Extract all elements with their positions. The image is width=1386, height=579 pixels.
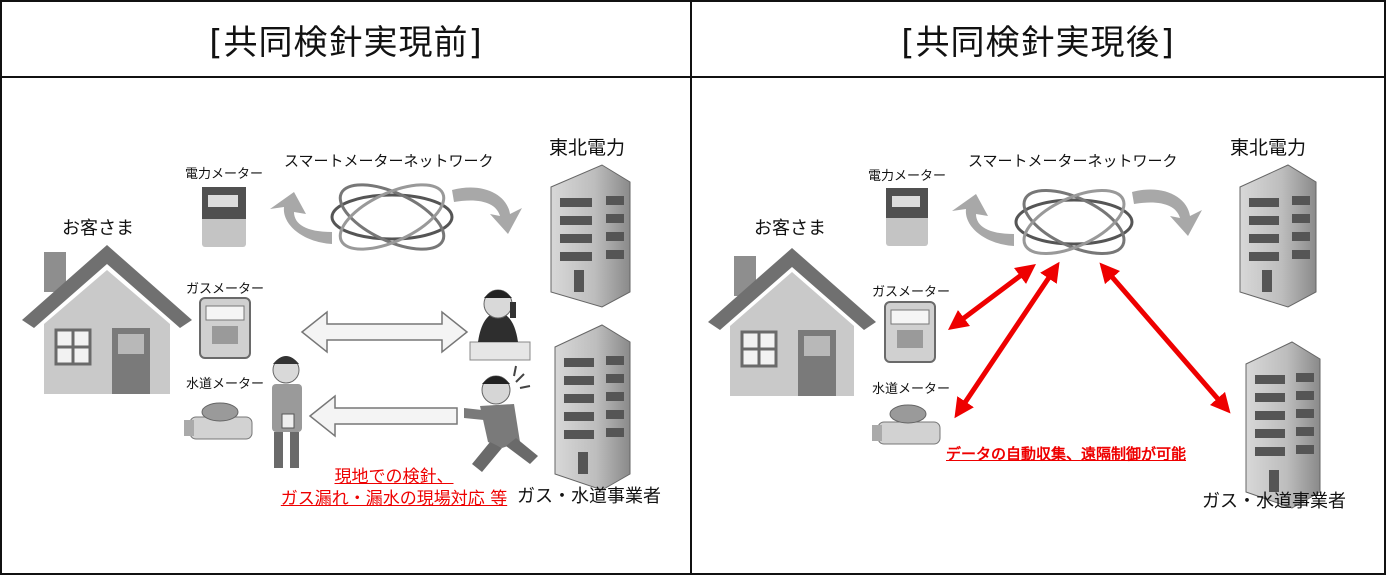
network-label: スマートメーターネットワーク xyxy=(968,152,1178,170)
water-meter-label: 水道メーター xyxy=(872,382,951,397)
power-meter-label: 電力メーター xyxy=(868,169,947,184)
after-title: [共同検針実現後] xyxy=(692,2,1384,78)
operator-network-arrow-icon xyxy=(1099,262,1231,414)
house-icon xyxy=(22,245,192,394)
onsite-note: 現地での検針、 ガス漏れ・漏水の現場対応 等 xyxy=(279,466,509,510)
before-panel: [共同検針実現前] xyxy=(0,0,692,575)
network-arrow-left-icon xyxy=(952,194,1014,246)
water-meter-icon xyxy=(184,402,253,440)
gas-meter-icon xyxy=(199,297,251,359)
gas-water-label: ガス・水道事業者 xyxy=(1202,491,1346,512)
utility-building-icon xyxy=(1239,164,1317,308)
gas-meter-icon xyxy=(884,301,936,363)
field-worker-icon xyxy=(464,365,538,472)
before-title: [共同検針実現前] xyxy=(2,2,690,78)
water-network-arrow-icon xyxy=(954,261,1060,419)
onsite-note-line1: 現地での検針、 xyxy=(334,467,454,487)
network-arrow-right-icon xyxy=(452,187,522,234)
utility-label: 東北電力 xyxy=(549,137,626,159)
left-arrow-icon xyxy=(308,394,458,438)
network-arrow-left-icon xyxy=(270,192,332,244)
onsite-note-line2: ガス漏れ・漏水の現場対応 等 xyxy=(280,489,508,509)
operator-person-icon xyxy=(469,289,531,361)
power-meter-icon xyxy=(886,188,928,246)
gas-meter-label: ガスメーター xyxy=(186,282,265,297)
after-illustration xyxy=(708,164,1321,509)
gas-water-building-icon xyxy=(554,324,631,491)
network-arrow-right-icon xyxy=(1132,189,1202,236)
house-icon xyxy=(708,248,876,396)
customer-label: お客さま xyxy=(754,218,826,239)
auto-collection-note: データの自動収集、遠隔制御が可能 xyxy=(946,445,1187,463)
gas-water-building-icon xyxy=(1245,341,1321,509)
power-meter-icon xyxy=(202,187,246,247)
customer-label: お客さま xyxy=(62,218,134,239)
gas-meter-label: ガスメーター xyxy=(872,285,951,300)
utility-label: 東北電力 xyxy=(1230,137,1307,159)
network-label: スマートメーターネットワーク xyxy=(284,152,494,170)
network-orbit-icon xyxy=(330,183,454,251)
after-panel: [共同検針実現後] xyxy=(690,0,1386,575)
before-illustration xyxy=(22,164,631,491)
utility-building-icon xyxy=(550,164,631,308)
water-meter-icon xyxy=(872,404,941,445)
gas-water-label: ガス・水道事業者 xyxy=(517,486,661,507)
network-orbit-icon xyxy=(1014,188,1134,256)
gas-network-arrow-icon xyxy=(948,264,1036,330)
bidirectional-arrow-icon xyxy=(300,310,469,354)
meter-reader-person-icon xyxy=(272,356,302,468)
water-meter-label: 水道メーター xyxy=(186,377,265,392)
power-meter-label: 電力メーター xyxy=(185,167,264,182)
